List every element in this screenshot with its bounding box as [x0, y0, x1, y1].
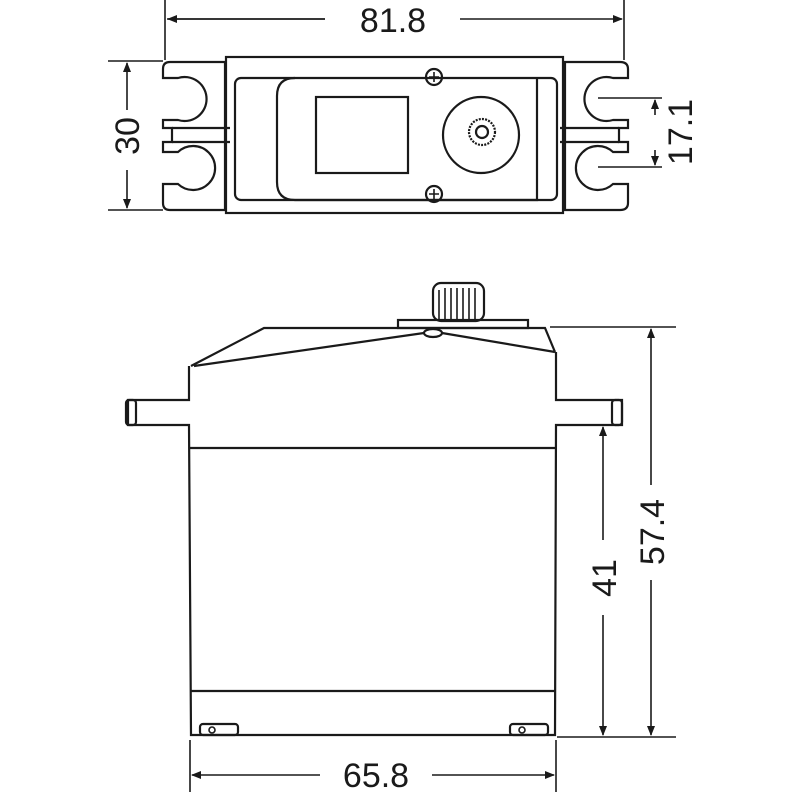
servo-body [126, 352, 624, 737]
top-cap [190, 326, 557, 367]
top-view: 81.8 30 17.1 [108, 0, 700, 215]
case-top [224, 55, 565, 215]
cap-bevel [193, 331, 556, 368]
bottom-foot [198, 722, 240, 737]
cover-outline [275, 76, 539, 202]
dimension-total-height-label: 57.4 [634, 499, 672, 565]
output-shaft [474, 124, 490, 140]
dimension-height-label: 30 [109, 117, 147, 155]
dimension-body-width-label: 65.8 [343, 757, 409, 795]
mounting-flange-right [563, 60, 630, 212]
flange-tab-right [610, 398, 624, 427]
bottom-foot [508, 722, 550, 737]
output-spline [431, 281, 486, 323]
spline-teeth [438, 288, 476, 320]
flange-tab-left [124, 398, 138, 427]
screw-icon [424, 67, 444, 87]
output-gear-housing [441, 95, 521, 175]
screw-icon [424, 184, 444, 204]
dimension-flange-height-label: 41 [586, 559, 624, 597]
output-spline [467, 117, 497, 147]
label-window [314, 95, 410, 175]
dimension-width-label: 81.8 [360, 2, 426, 40]
screw-head [422, 327, 444, 339]
side-view: 57.4 41 65.8 [124, 281, 676, 795]
mounting-flange [161, 60, 227, 212]
foot-hole [208, 726, 216, 734]
foot-hole [518, 726, 526, 734]
dimension-hole-spacing-label: 17.1 [662, 99, 700, 165]
